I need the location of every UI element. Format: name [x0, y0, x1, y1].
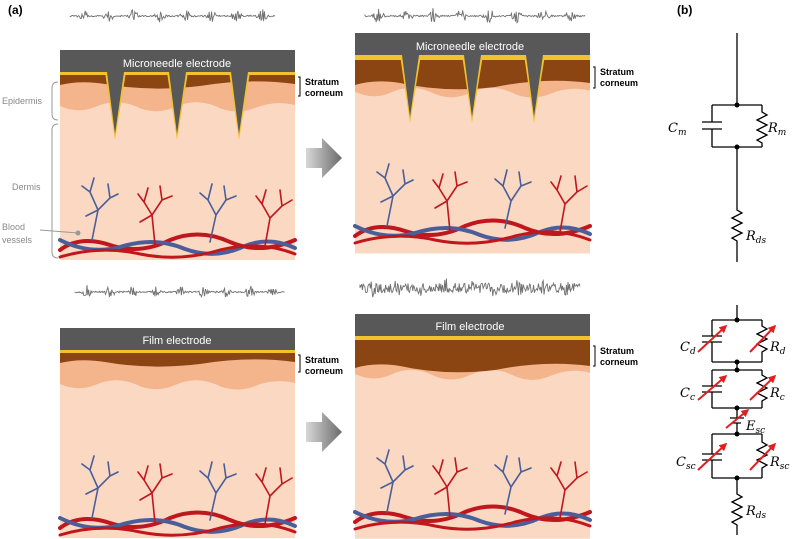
film-after	[353, 314, 592, 539]
panel-b-label: (b)	[677, 3, 692, 17]
node-dot	[734, 102, 740, 108]
rsc-label: Rsc	[769, 455, 789, 472]
stratum-label-3a: Stratum	[305, 355, 339, 365]
signal-waveform-top-left	[69, 8, 276, 23]
stratum-label-1b: corneum	[305, 88, 343, 98]
signal-waveform-bottom-right	[359, 278, 581, 298]
rd-label: Rd	[769, 340, 786, 357]
stratum-label-4a: Stratum	[600, 346, 634, 356]
dermis-label: Dermis	[12, 182, 41, 192]
film-circuit-nodes	[734, 317, 740, 481]
esc-label: Esc	[745, 419, 765, 436]
microneedle-after	[353, 33, 592, 254]
arrow-right-bottom	[306, 412, 342, 452]
variable-arrows	[697, 324, 777, 471]
microneedle-circuit	[702, 33, 769, 262]
film-before	[58, 328, 297, 538]
node-dot	[734, 144, 740, 150]
film-electrode-label-left: Film electrode	[142, 335, 211, 347]
signal-waveform-top-right	[364, 8, 586, 24]
panel-a-label: (a)	[8, 3, 23, 17]
microneedle-electrode-label-right: Microneedle electrode	[416, 41, 524, 53]
microneedle-electrode-label-left: Microneedle electrode	[123, 58, 231, 70]
rds-label-bottom: Rds	[745, 504, 767, 521]
stratum-label-3b: corneum	[305, 366, 343, 376]
arrow-right-top	[306, 138, 342, 178]
blood-vessel-pointer-dot	[75, 230, 81, 236]
stratum-label-1a: Stratum	[305, 77, 339, 87]
stratum-label-2a: Stratum	[600, 67, 634, 77]
stratum-label-4b: corneum	[600, 357, 638, 367]
film-electrode-label-right: Film electrode	[435, 321, 504, 333]
cm-label: Cm	[668, 121, 687, 138]
signal-waveform-bottom-left	[74, 285, 285, 299]
microneedle-before	[58, 50, 297, 260]
rds-label-top: Rds	[745, 229, 767, 246]
blood-vessels-label-a: Blood	[2, 222, 25, 232]
epidermis-label: Epidermis	[2, 96, 43, 106]
rm-label: Rm	[767, 121, 786, 138]
csc-label: Csc	[676, 455, 696, 472]
cc-label: Cc	[680, 386, 695, 403]
rc-label: Rc	[769, 386, 785, 403]
stratum-label-2b: corneum	[600, 78, 638, 88]
blood-vessels-label-b: vessels	[2, 235, 33, 245]
cd-label: Cd	[680, 340, 696, 357]
